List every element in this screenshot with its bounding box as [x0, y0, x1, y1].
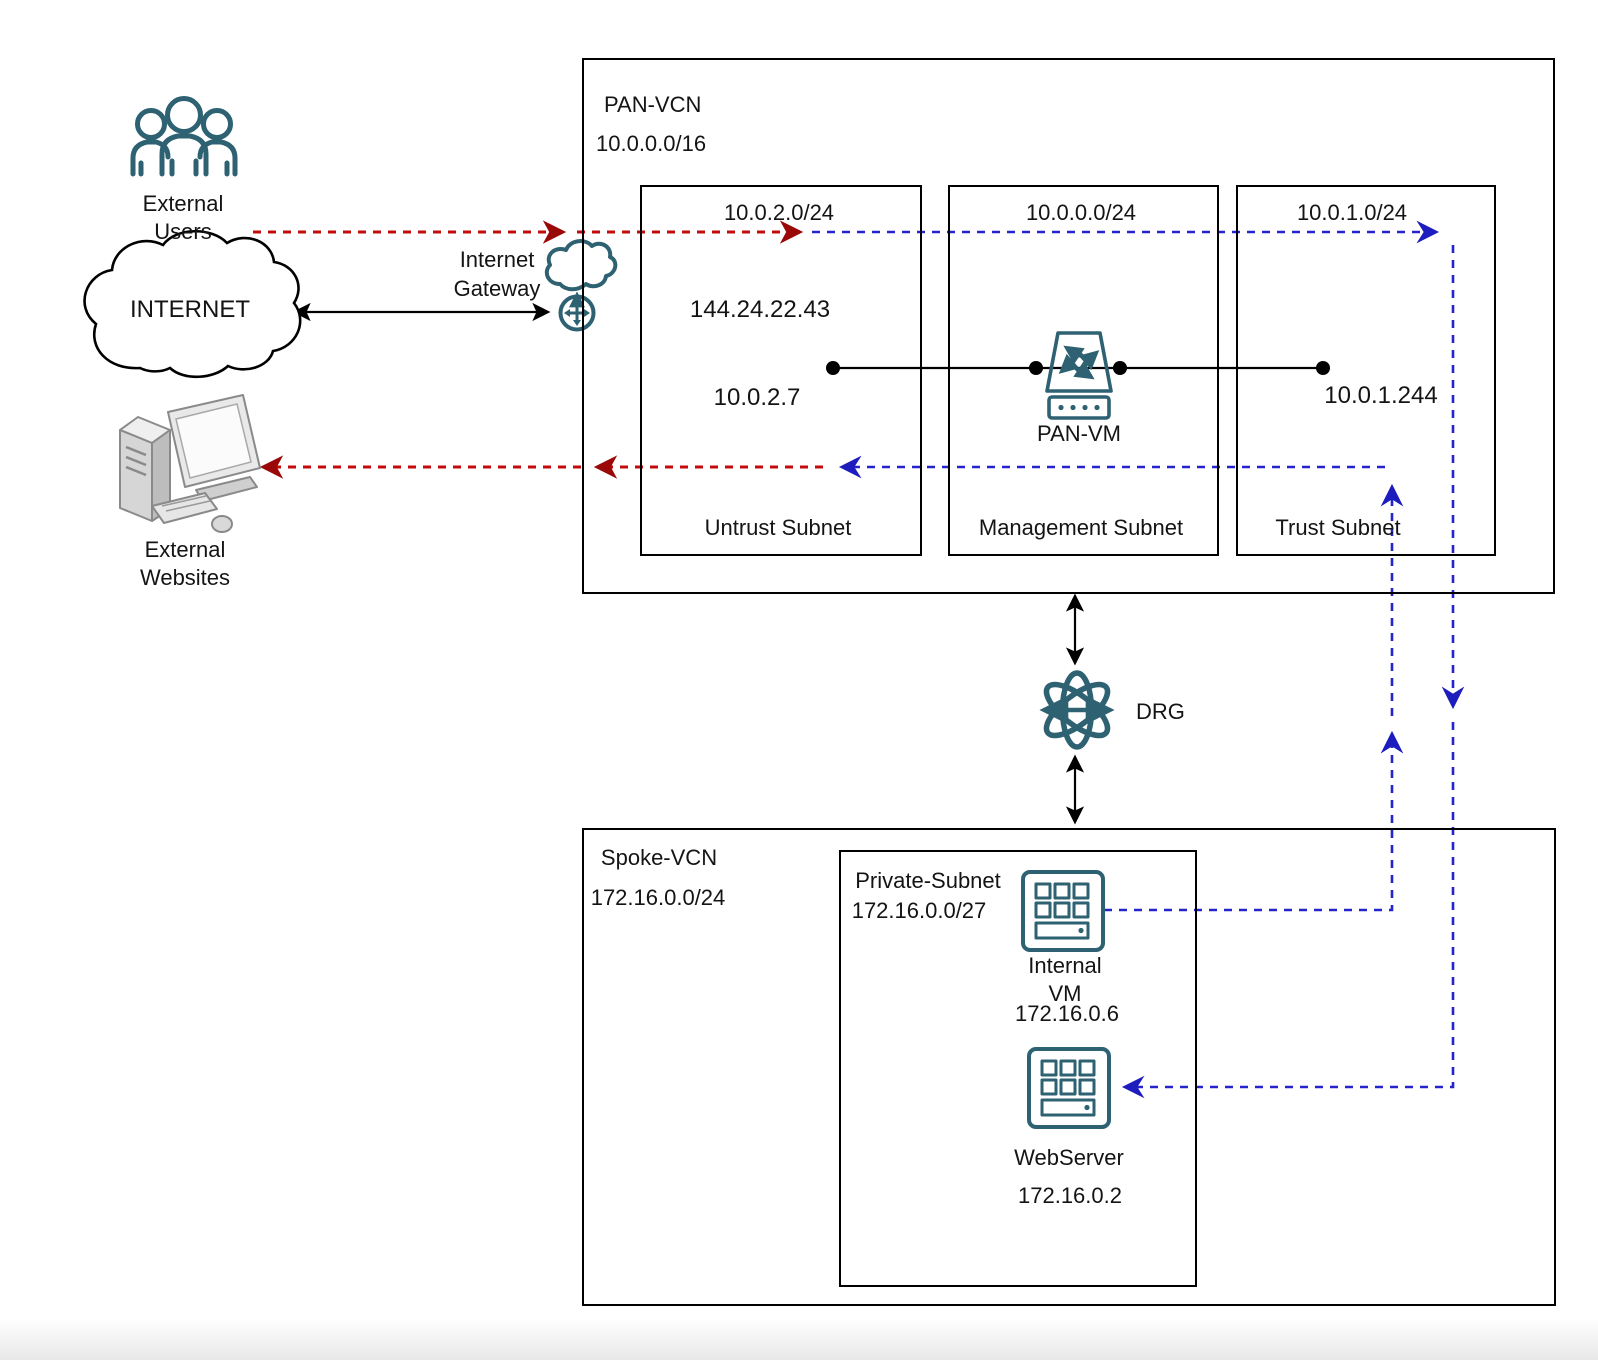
trust-subnet-label: Trust Subnet — [1275, 515, 1401, 540]
internet-gateway-label: Internet Gateway — [453, 247, 541, 301]
vnic-dot-untrust — [826, 361, 840, 375]
trust-subnet-box — [1236, 185, 1496, 556]
server-grid-icon — [1021, 870, 1105, 952]
private-subnet-cidr: 172.16.0.0/27 — [851, 898, 987, 923]
vnic-dot-trust — [1316, 361, 1330, 375]
internet-label: INTERNET — [130, 296, 250, 323]
webserver-ip: 172.16.0.2 — [1018, 1183, 1122, 1208]
untrust-public-ip: 144.24.22.43 — [689, 296, 831, 323]
pan-vcn-cidr: 10.0.0.0/16 — [596, 131, 707, 156]
trust-ip: 10.0.1.244 — [1324, 382, 1438, 409]
external-websites-label: External Websites — [139, 537, 231, 590]
pan-vcn-box — [582, 58, 1555, 594]
private-subnet-name: Private-Subnet — [855, 868, 1001, 893]
vnic-dot-mgmt-right — [1113, 361, 1127, 375]
flow-outbound-internalvm-to-drg — [1104, 730, 1404, 912]
management-cidr: 10.0.0.0/24 — [1025, 200, 1137, 225]
spoke-vcn-name: Spoke-VCN — [600, 845, 718, 870]
untrust-subnet-box — [640, 185, 922, 556]
vnic-dot-mgmt-left — [1029, 361, 1043, 375]
internal-vm-ip: 172.16.0.6 — [1015, 1001, 1119, 1026]
spoke-vcn-box — [582, 828, 1556, 1306]
cloud-icon — [83, 230, 302, 379]
dynamic-routing-gateway-icon — [1039, 670, 1115, 750]
management-subnet-label: Management Subnet — [978, 515, 1184, 540]
drg-label: DRG — [1136, 699, 1185, 724]
window-bottom-fade — [0, 1318, 1598, 1360]
firewall-router-icon — [1045, 331, 1113, 420]
untrust-cidr: 10.0.2.0/24 — [723, 200, 835, 225]
untrust-subnet-label: Untrust Subnet — [704, 515, 852, 540]
internal-vm-label: Internal VM — [1028, 953, 1102, 1006]
management-subnet-box — [948, 185, 1219, 556]
flow-inbound-drg-to-webserver — [1121, 722, 1455, 1099]
spoke-vcn-cidr: 172.16.0.0/24 — [590, 885, 726, 910]
private-subnet-box — [839, 850, 1197, 1287]
people-group-icon — [130, 96, 238, 177]
untrust-private-ip: 10.0.2.7 — [713, 384, 801, 411]
webserver-label: WebServer — [1014, 1145, 1124, 1170]
server-grid-icon — [1027, 1047, 1111, 1129]
trust-cidr: 10.0.1.0/24 — [1296, 200, 1408, 225]
pan-vm-label: PAN-VM — [1037, 421, 1121, 446]
desktop-computer-icon — [119, 394, 261, 533]
external-users-label: External Users — [142, 191, 224, 244]
pan-vcn-name: PAN-VCN — [604, 92, 702, 117]
